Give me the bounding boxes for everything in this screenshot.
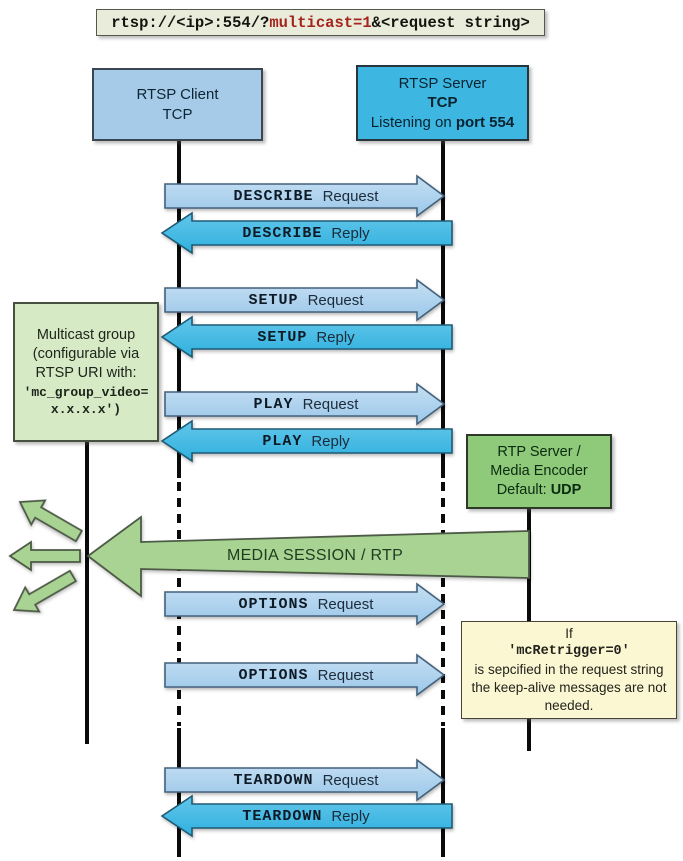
note-line4: the keep-alive messages are not xyxy=(471,679,667,695)
note-param: 'mcRetrigger=0' xyxy=(508,644,630,660)
rtsp-url-bar: rtsp://<ip>:554/?multicast=1&<request st… xyxy=(96,9,545,36)
multicast-line2: (configurable via xyxy=(32,346,140,363)
teardown-request-arrow xyxy=(164,758,446,802)
server-port: port 554 xyxy=(455,113,515,131)
setup-request-arrow xyxy=(164,278,446,322)
message-arrows xyxy=(160,174,453,838)
multicast-line1: Multicast group xyxy=(36,327,136,344)
rtp-default: Default: UDP xyxy=(497,481,582,500)
server-protocol: TCP xyxy=(427,94,458,112)
options-request-arrow xyxy=(164,653,446,697)
multicast-line3: RTSP URI with: xyxy=(35,365,137,382)
multicast-arrow-left xyxy=(8,540,81,572)
server-listening-text: Listening on xyxy=(370,113,456,131)
url-multicast-param: multicast=1 xyxy=(269,13,372,32)
url-prefix: rtsp://<ip>:554/? xyxy=(111,13,270,32)
play-reply-arrow xyxy=(160,419,453,463)
describe-reply-arrow xyxy=(160,211,453,255)
rtp-default-protocol: UDP xyxy=(550,481,582,498)
setup-reply-arrow xyxy=(160,315,453,359)
server-title: RTSP Server xyxy=(398,74,487,92)
describe-request-arrow xyxy=(164,174,446,218)
rtp-line1: RTP Server / xyxy=(497,444,581,461)
keepalive-note: If 'mcRetrigger=0' is sepcified in the r… xyxy=(461,621,677,719)
url-suffix: &<request string> xyxy=(371,13,530,32)
rtp-server-box: RTP Server / Media Encoder Default: UDP xyxy=(466,434,612,509)
options-request-arrow xyxy=(164,582,446,626)
note-line3: is sepcified in the request string xyxy=(474,662,664,678)
media-session-arrow xyxy=(86,515,530,598)
note-line1: If xyxy=(565,626,573,642)
media-session-label: MEDIA SESSION / RTP xyxy=(226,547,404,564)
rtp-default-text: Default: xyxy=(496,481,551,498)
client-protocol: TCP xyxy=(162,105,193,123)
rtsp-server-box: RTSP Server TCP Listening on port 554 xyxy=(356,65,529,141)
multicast-fan xyxy=(8,499,84,613)
multicast-group-box: Multicast group (configurable via RTSP U… xyxy=(13,302,159,442)
multicast-uri-value: x.x.x.x') xyxy=(50,401,122,417)
teardown-reply-arrow xyxy=(160,794,453,838)
client-title: RTSP Client xyxy=(136,86,219,103)
multicast-uri-param: 'mc_group_video= xyxy=(23,384,149,400)
multicast-arrow-down-left xyxy=(12,569,78,613)
multicast-arrow-up-left xyxy=(18,499,84,543)
note-line5: needed. xyxy=(544,697,594,713)
rtp-line2: Media Encoder xyxy=(490,463,588,480)
server-listening: Listening on port 554 xyxy=(371,113,514,133)
rtsp-client-box: RTSP Client TCP xyxy=(92,68,263,141)
play-request-arrow xyxy=(164,382,446,426)
